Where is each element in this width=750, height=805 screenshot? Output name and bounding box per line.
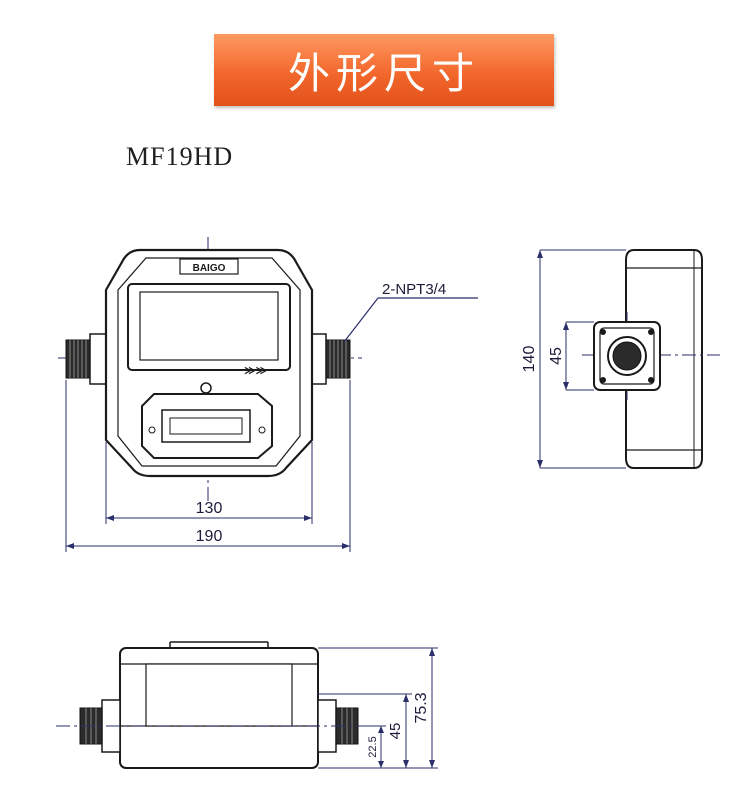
flange-bolt-tr: [648, 329, 654, 335]
flange-bolt-bl: [600, 377, 606, 383]
thread-leader-line: [343, 297, 379, 343]
dim-flange: 45: [548, 347, 565, 365]
brand-plate: [179, 258, 239, 275]
dim-bottom-height: 75.3: [413, 692, 430, 723]
brand-label: BAIGO: [193, 263, 226, 274]
side-view: 140 45: [521, 249, 720, 469]
lcd-screw-left: [148, 426, 156, 434]
front-housing-inner-edge: [117, 257, 301, 467]
title-text: 外形尺寸: [287, 48, 480, 98]
dim-45b-arrows: [403, 694, 409, 768]
front-view: BAIGO ≫≫ 2-NPT3/4 130 190: [58, 237, 478, 552]
flange-bolt-tl: [600, 329, 606, 335]
left-pipe-fitting: [65, 333, 107, 385]
bottom-view: 75.3 45 22.5: [56, 641, 438, 769]
lcd-display-area: [169, 417, 243, 435]
dim-pipe-center: 22.5: [367, 736, 379, 757]
dim-total-width: 190: [196, 528, 223, 545]
thread-callout: 2-NPT3/4: [382, 281, 446, 298]
model-label: MF19HD: [126, 142, 234, 171]
mounting-screw: [200, 382, 212, 394]
title-banner: 外形尺寸: [214, 34, 554, 106]
flange-bolt-br: [648, 377, 654, 383]
lcd-screw-right: [258, 426, 266, 434]
bottom-housing-window: [145, 663, 293, 727]
flow-direction-arrows: ≫≫: [244, 364, 267, 377]
dim-inner-width: 130: [196, 500, 223, 517]
dim-pipe-height: 45: [387, 723, 404, 740]
upper-window-glass: [139, 291, 279, 361]
dim-45-arrows: [563, 322, 569, 390]
dim-side-height: 140: [521, 346, 538, 373]
side-port-inner: [612, 341, 642, 371]
